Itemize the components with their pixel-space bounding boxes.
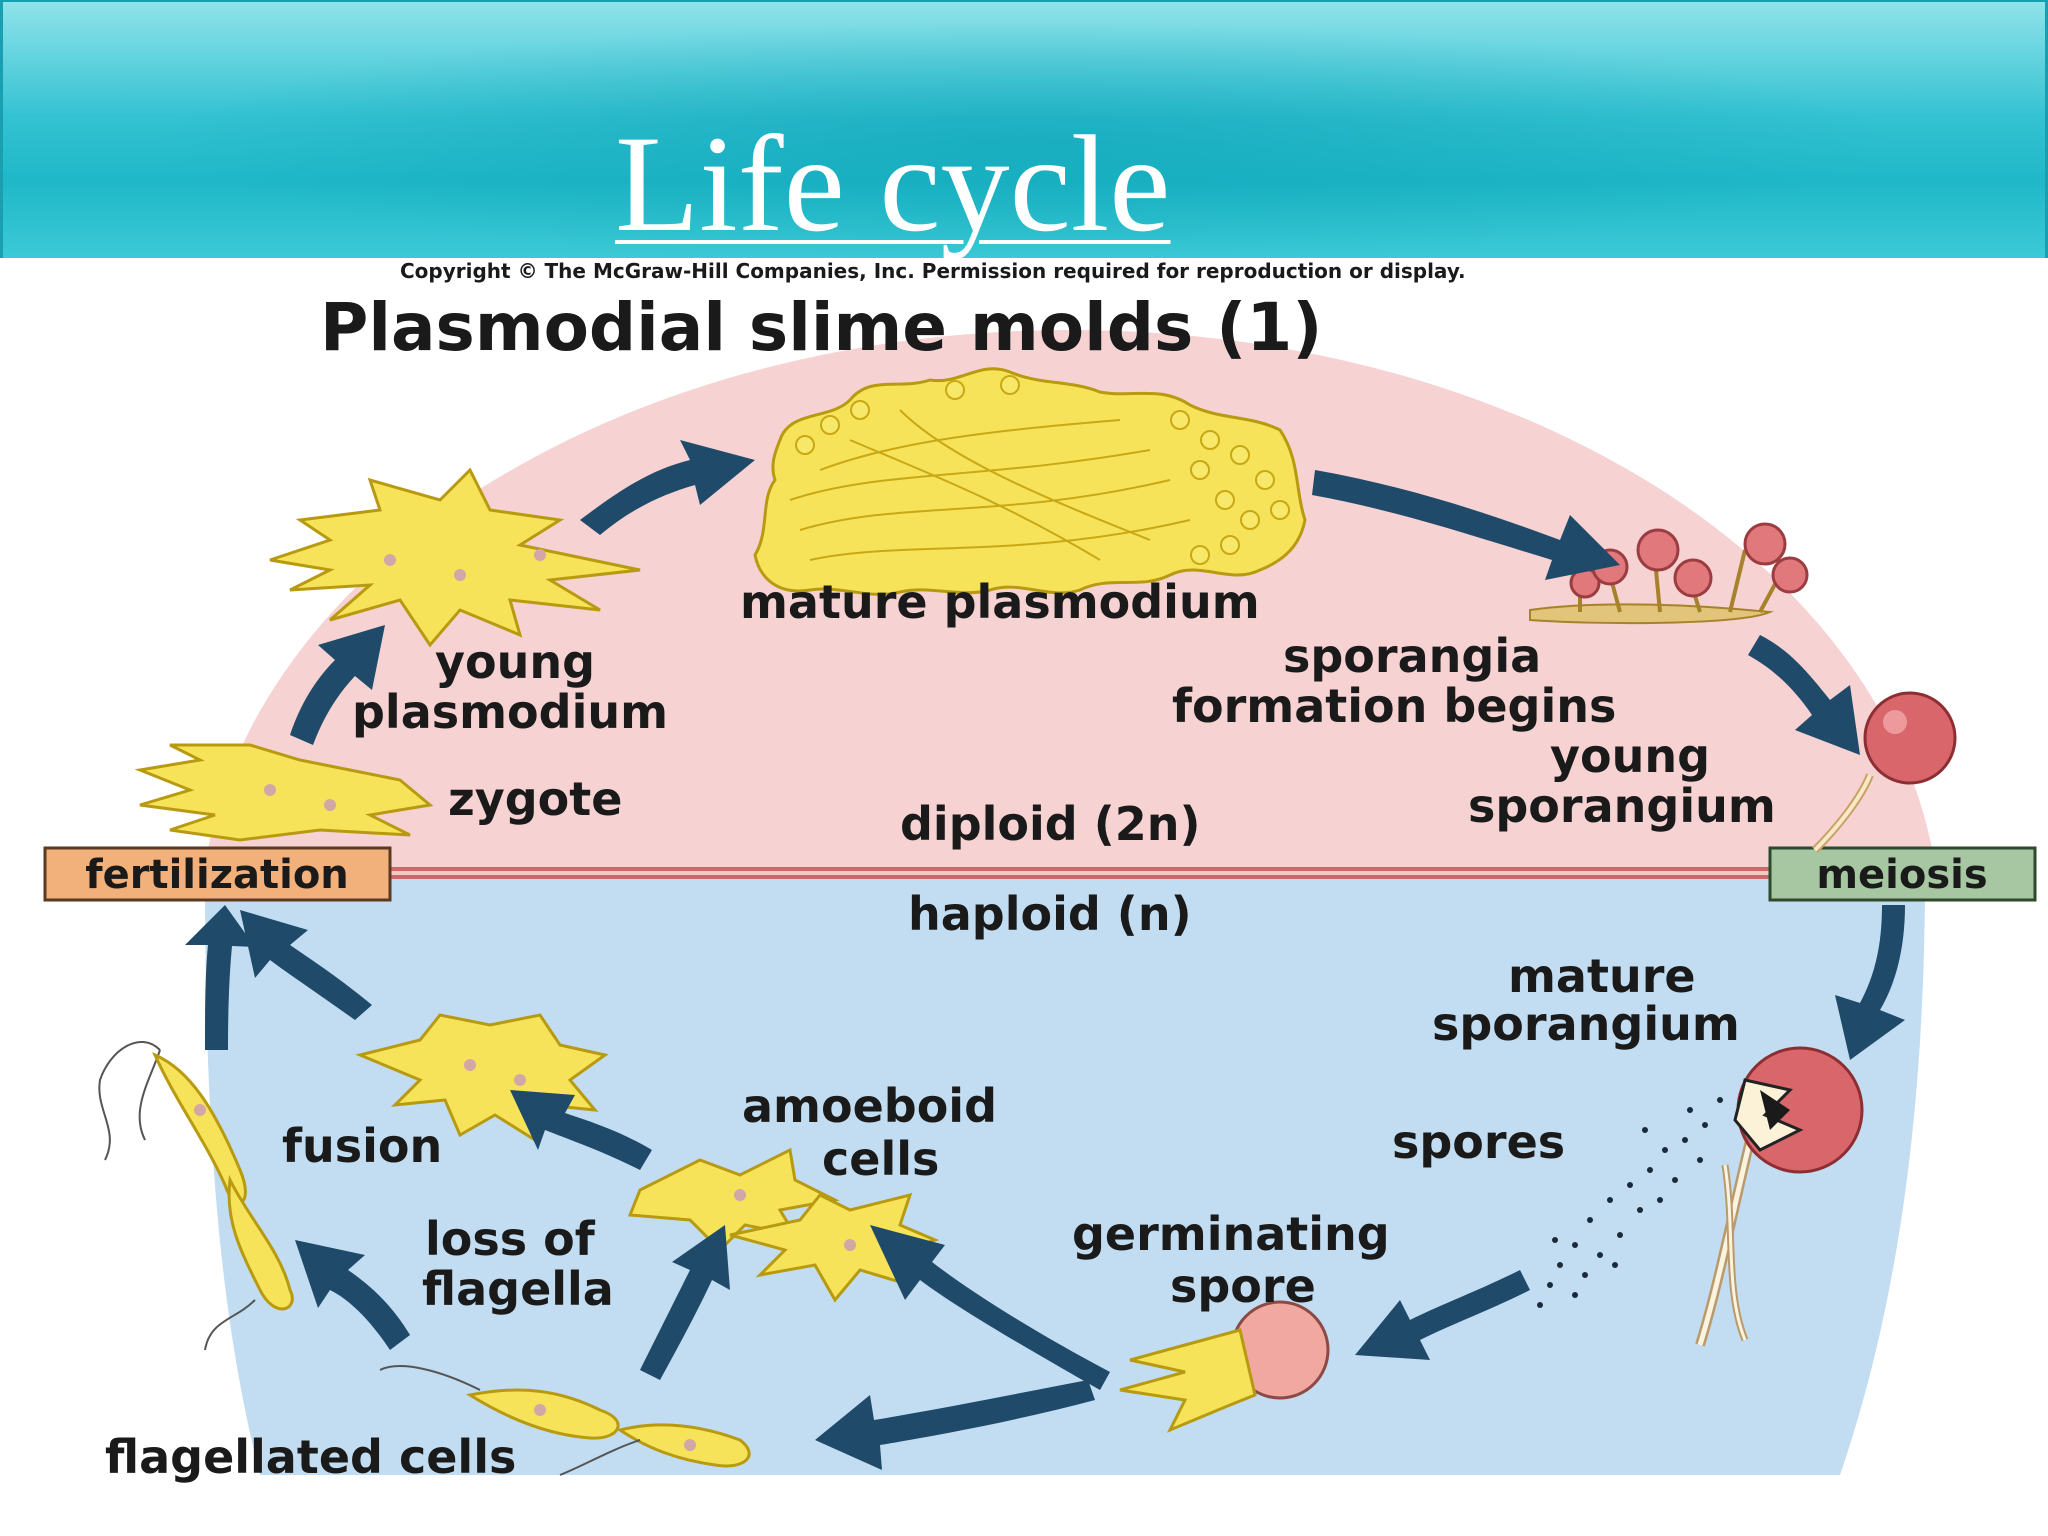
arrow-zygote-to-young-plasmodium (290, 625, 385, 745)
amoeboid-cells-illustration (627, 1147, 940, 1303)
arrow-to-mature-sporangium (1835, 905, 1905, 1060)
loss-of-flagella-label-2: flagella (422, 1262, 614, 1316)
sporangia-formation-label-2: formation begins (1172, 679, 1616, 733)
title-banner-glow (0, 0, 2048, 258)
arrow-loss-of-flagella (640, 1225, 730, 1380)
mature-sporangium-label-1: mature (1508, 949, 1696, 1003)
arrow-to-germinating-spore (1355, 1270, 1530, 1360)
diploid-zone (204, 330, 1936, 874)
mature-sporangium-label-2: sporangium (1432, 997, 1740, 1051)
loss-of-flagella-label-1: loss of (425, 1212, 596, 1266)
young-plasmodium-label-2: plasmodium (352, 685, 668, 739)
meiosis-box: meiosis (1768, 846, 2037, 902)
arrow-germinating-to-amoeboid (870, 1225, 1110, 1390)
fusion-label: fusion (282, 1119, 442, 1173)
young-plasmodium-label-1: young (435, 635, 595, 689)
copyright-notice: Copyright © The McGraw-Hill Companies, I… (400, 259, 1466, 283)
spores-dots (1537, 1097, 1723, 1308)
mature-sporangium-illustration (1537, 1046, 1864, 1347)
zygote-illustration (134, 743, 434, 842)
zygote-label: zygote (448, 772, 622, 826)
germinating-spore-illustration (1119, 1300, 1330, 1433)
young-sporangium-label-1: young (1550, 729, 1710, 783)
mature-plasmodium-label: mature plasmodium (740, 575, 1260, 629)
slide-title: Life cycle (615, 107, 1171, 260)
fertilization-box: fertilization (43, 846, 392, 902)
germinating-spore-label-2: spore (1170, 1259, 1316, 1313)
haploid-zone (205, 874, 1925, 1475)
young-sporangium-label-2: sporangium (1468, 779, 1776, 833)
young-sporangium-illustration (1812, 691, 1957, 853)
arrow-up-to-fertilization (185, 905, 255, 1050)
sporangia-formation-illustration (1529, 522, 1809, 625)
arrow-to-sporangia (1312, 470, 1620, 580)
spores-label: spores (1392, 1115, 1565, 1169)
meiosis-label: meiosis (1816, 852, 1987, 898)
germinating-spore-label-1: germinating (1072, 1207, 1390, 1261)
arrow-flagellated-to-fusion (295, 1240, 410, 1350)
flagellated-cells-illustration (98, 1040, 751, 1476)
amoeboid-cells-label-1: amoeboid (742, 1079, 997, 1133)
amoeboid-cells-label-2: cells (822, 1132, 939, 1186)
flagellated-cells-label: flagellated cells (105, 1430, 516, 1484)
haploid-label: haploid (n) (908, 887, 1192, 941)
mature-plasmodium-illustration (753, 367, 1307, 596)
arrow-germinating-to-flagellated (815, 1380, 1095, 1470)
arrow-to-young-sporangium (1748, 635, 1860, 755)
young-plasmodium-illustration (269, 467, 641, 648)
ploidy-divider (390, 867, 1770, 879)
fertilization-label: fertilization (85, 852, 349, 898)
arrow-to-mature-plasmodium (580, 440, 755, 535)
sporangia-formation-label-1: sporangia (1283, 629, 1541, 683)
cycle-arrows (185, 440, 1905, 1470)
arrow-amoeboid-to-fusion (510, 1090, 652, 1170)
diploid-label: diploid (2n) (900, 797, 1201, 851)
arrow-fusion-to-fertilization (240, 910, 372, 1020)
figure-heading: Plasmodial slime molds (1) (320, 289, 1322, 366)
